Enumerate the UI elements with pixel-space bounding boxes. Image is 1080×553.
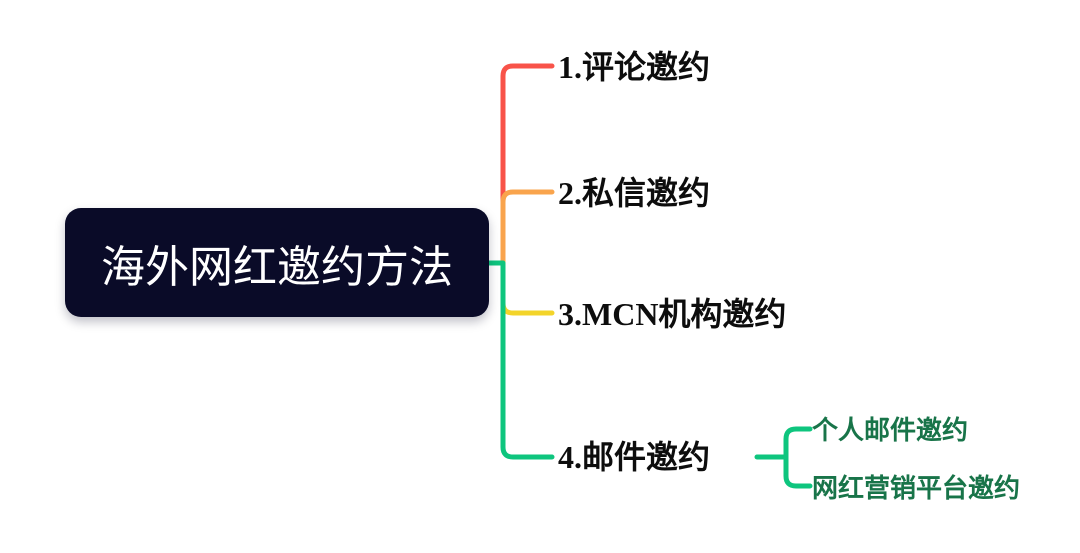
branch-label-mcn-invite: 3.MCN机构邀约 <box>558 296 787 333</box>
branch-label-comment-invite: 1.评论邀约 <box>558 49 711 86</box>
branch-label-email-invite: 4.邮件邀约 <box>558 439 711 476</box>
connector-email-children-bracket <box>783 426 813 489</box>
connector-branch-email-invite <box>486 260 555 460</box>
connector-branch-mcn-invite <box>486 260 555 316</box>
connector-branch-dm-invite <box>486 189 555 266</box>
root-topic-label: 海外网红邀约方法 <box>101 242 453 292</box>
branch-label-dm-invite: 2.私信邀约 <box>558 175 711 212</box>
root-topic-node: 海外网红邀约方法 <box>65 208 489 317</box>
sub-label-influencer-platform-invite: 网红营销平台邀约 <box>812 472 1021 503</box>
connector-branch-comment-invite <box>486 63 555 266</box>
sub-label-personal-email-invite: 个人邮件邀约 <box>812 414 969 445</box>
